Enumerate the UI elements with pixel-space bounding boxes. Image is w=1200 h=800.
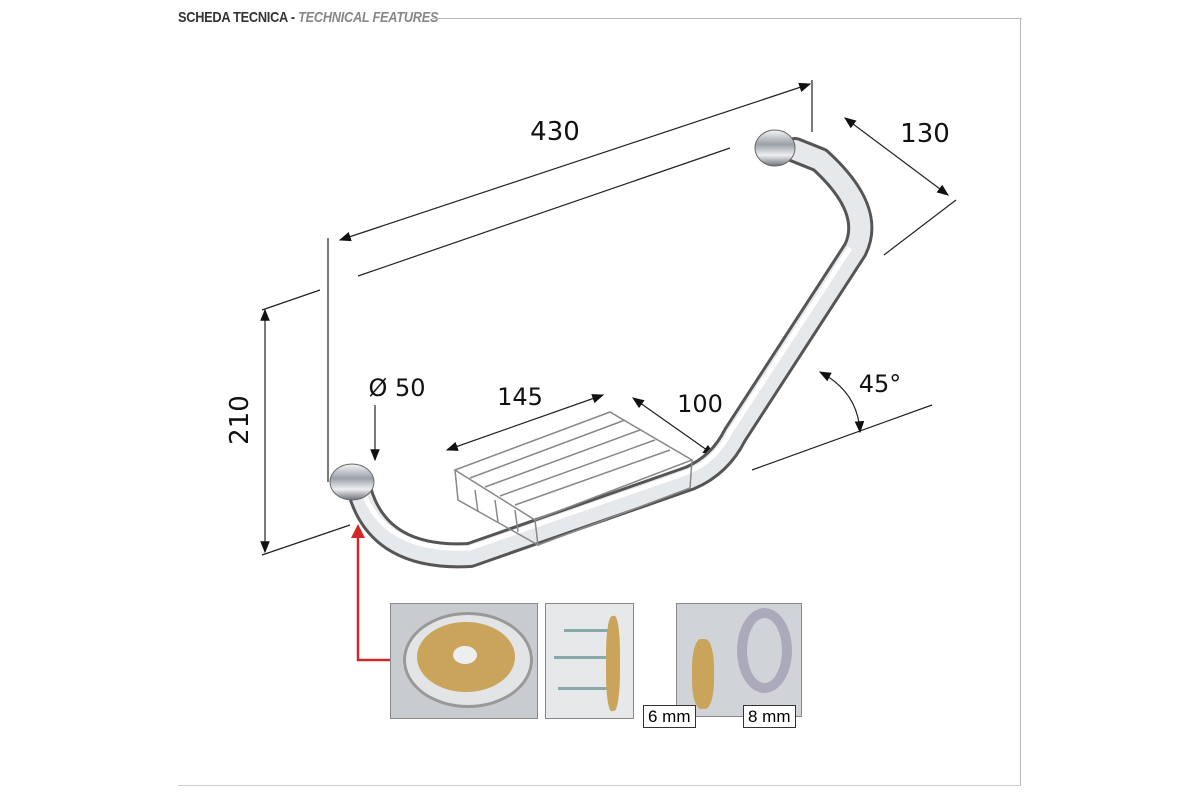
frame-right-rule (1020, 18, 1021, 786)
frame-bottom-rule (178, 785, 1021, 786)
dim-length: 430 (530, 117, 580, 147)
photo-mount-base (390, 603, 538, 719)
photo-screws (545, 603, 634, 719)
dim-angle: 45° (859, 370, 902, 398)
callout-arrowhead (351, 524, 365, 538)
dim-depth: 130 (900, 119, 950, 149)
dim-basket-depth: 100 (677, 390, 723, 418)
dim-basket-width: 145 (497, 383, 543, 411)
photo-ring-detail (676, 603, 802, 717)
header-title: SCHEDA TECNICA (178, 9, 288, 26)
dimension-lines (260, 80, 957, 556)
grab-bar-illustration (329, 129, 874, 569)
soap-basket (453, 411, 694, 547)
header-separator: - (287, 9, 299, 26)
label-ring-thickness: 8 mm (743, 705, 796, 728)
header-subtitle: TECHNICAL FEATURES (298, 9, 439, 26)
dim-diameter: Ø 50 (368, 374, 425, 402)
header-rule (432, 18, 1022, 19)
callout-arrow (356, 528, 390, 662)
page-header: SCHEDA TECNICA - TECHNICAL FEATURES (178, 9, 439, 26)
dim-height: 210 (225, 395, 255, 445)
label-brass-thickness: 6 mm (643, 705, 696, 728)
